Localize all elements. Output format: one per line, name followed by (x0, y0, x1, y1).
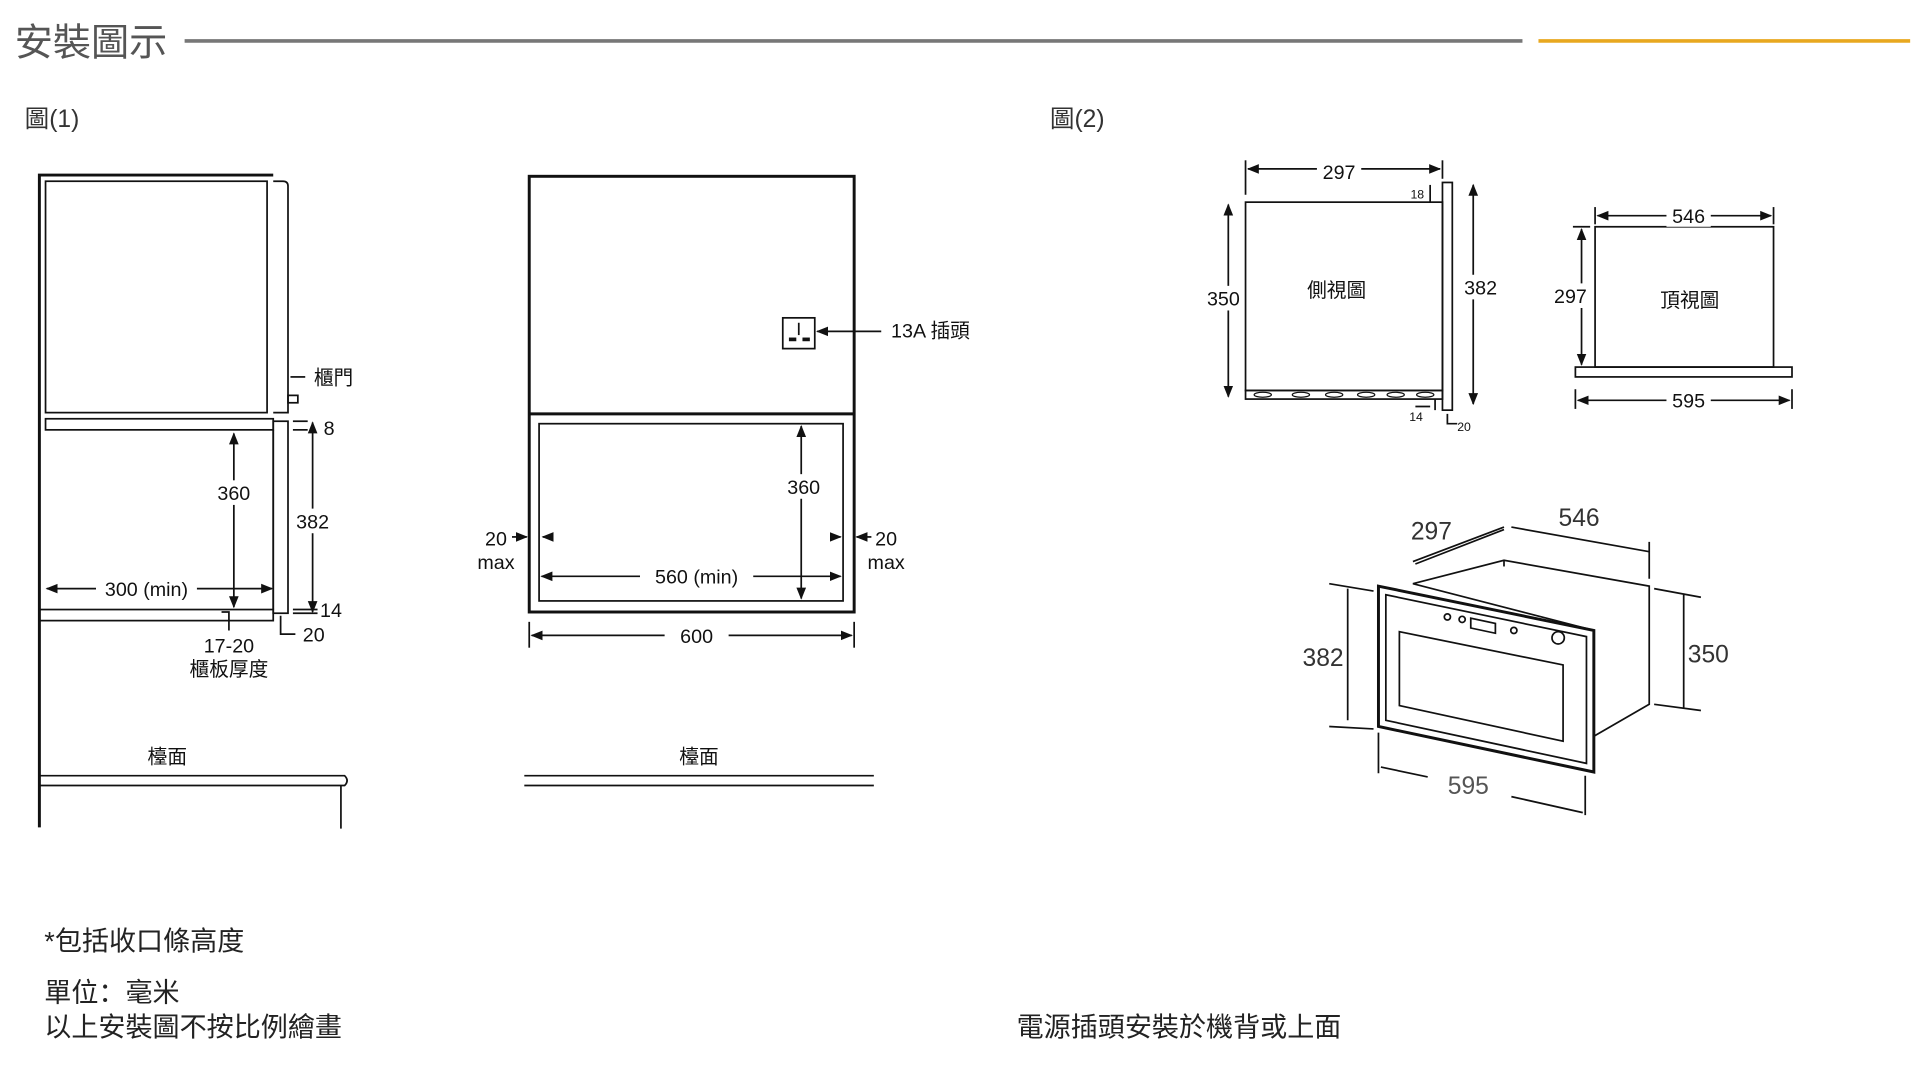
note-unit: 單位：毫米 (44, 977, 179, 1008)
dim-382: 382 (296, 511, 329, 533)
side-view-title: 側視圖 (1307, 280, 1366, 302)
panel-thickness-label: 櫃板厚度 (190, 659, 269, 681)
right-gap: 20 (875, 529, 897, 551)
dim-width-560: 560 (min) (655, 567, 738, 589)
door-label: 櫃門 (314, 367, 353, 389)
figure1-label: 圖(1) (25, 106, 80, 133)
dim-360: 360 (217, 483, 250, 505)
figure1-side-section: 櫃門 360 382 8 14 20 300 (min) 17-20 櫃板厚度 … (37, 173, 353, 829)
oven-isometric: 297 546 382 350 595 (1303, 505, 1729, 816)
iso-height-382: 382 (1303, 645, 1344, 672)
left-gap-max: max (477, 552, 514, 574)
side-d14: 14 (1409, 410, 1423, 424)
dim-20: 20 (303, 625, 325, 647)
note-trim: *包括收口條高度 (44, 925, 244, 956)
page-title: 安裝圖示 (15, 22, 168, 65)
top-view-title: 頂視圖 (1660, 290, 1719, 312)
dim-14: 14 (320, 600, 342, 622)
countertop-label-front: 檯面 (679, 746, 718, 768)
iso-depth-297: 297 (1411, 518, 1452, 545)
dim-600: 600 (680, 626, 713, 648)
dim-8: 8 (324, 418, 335, 440)
left-gap: 20 (485, 529, 507, 551)
top-depth-297: 297 (1554, 286, 1587, 308)
countertop-label: 檯面 (148, 746, 187, 768)
figure2-label: 圖(2) (1050, 106, 1105, 133)
panel-thickness: 17-20 (204, 636, 254, 658)
side-depth-297: 297 (1323, 162, 1356, 184)
side-view: 297 350 382 側視圖 18 14 20 (1206, 157, 1497, 434)
socket-icon (781, 316, 816, 350)
iso-width-595: 595 (1448, 773, 1489, 800)
right-gap-max: max (868, 552, 905, 574)
iso-height-350: 350 (1688, 641, 1729, 668)
socket-label: 13A 插頭 (891, 321, 970, 343)
iso-width-546: 546 (1559, 505, 1600, 532)
top-total-595: 595 (1672, 391, 1705, 413)
dim-360-front: 360 (787, 477, 820, 499)
top-width-546: 546 (1672, 206, 1705, 228)
dim-width-300: 300 (min) (105, 579, 188, 601)
side-height-350: 350 (1207, 289, 1240, 311)
note-power: 電源插頭安裝於機背或上面 (1017, 1012, 1342, 1043)
side-d20: 20 (1457, 420, 1471, 434)
note-scale: 以上安裝圖不按比例繪畫 (44, 1012, 342, 1043)
side-d18: 18 (1410, 187, 1424, 201)
figure1-front-view: 13A 插頭 360 560 (min) 20 max 20 max 600 檯… (477, 174, 970, 787)
side-total-382: 382 (1464, 277, 1497, 299)
top-view: 546 297 595 頂視圖 (1553, 204, 1793, 413)
